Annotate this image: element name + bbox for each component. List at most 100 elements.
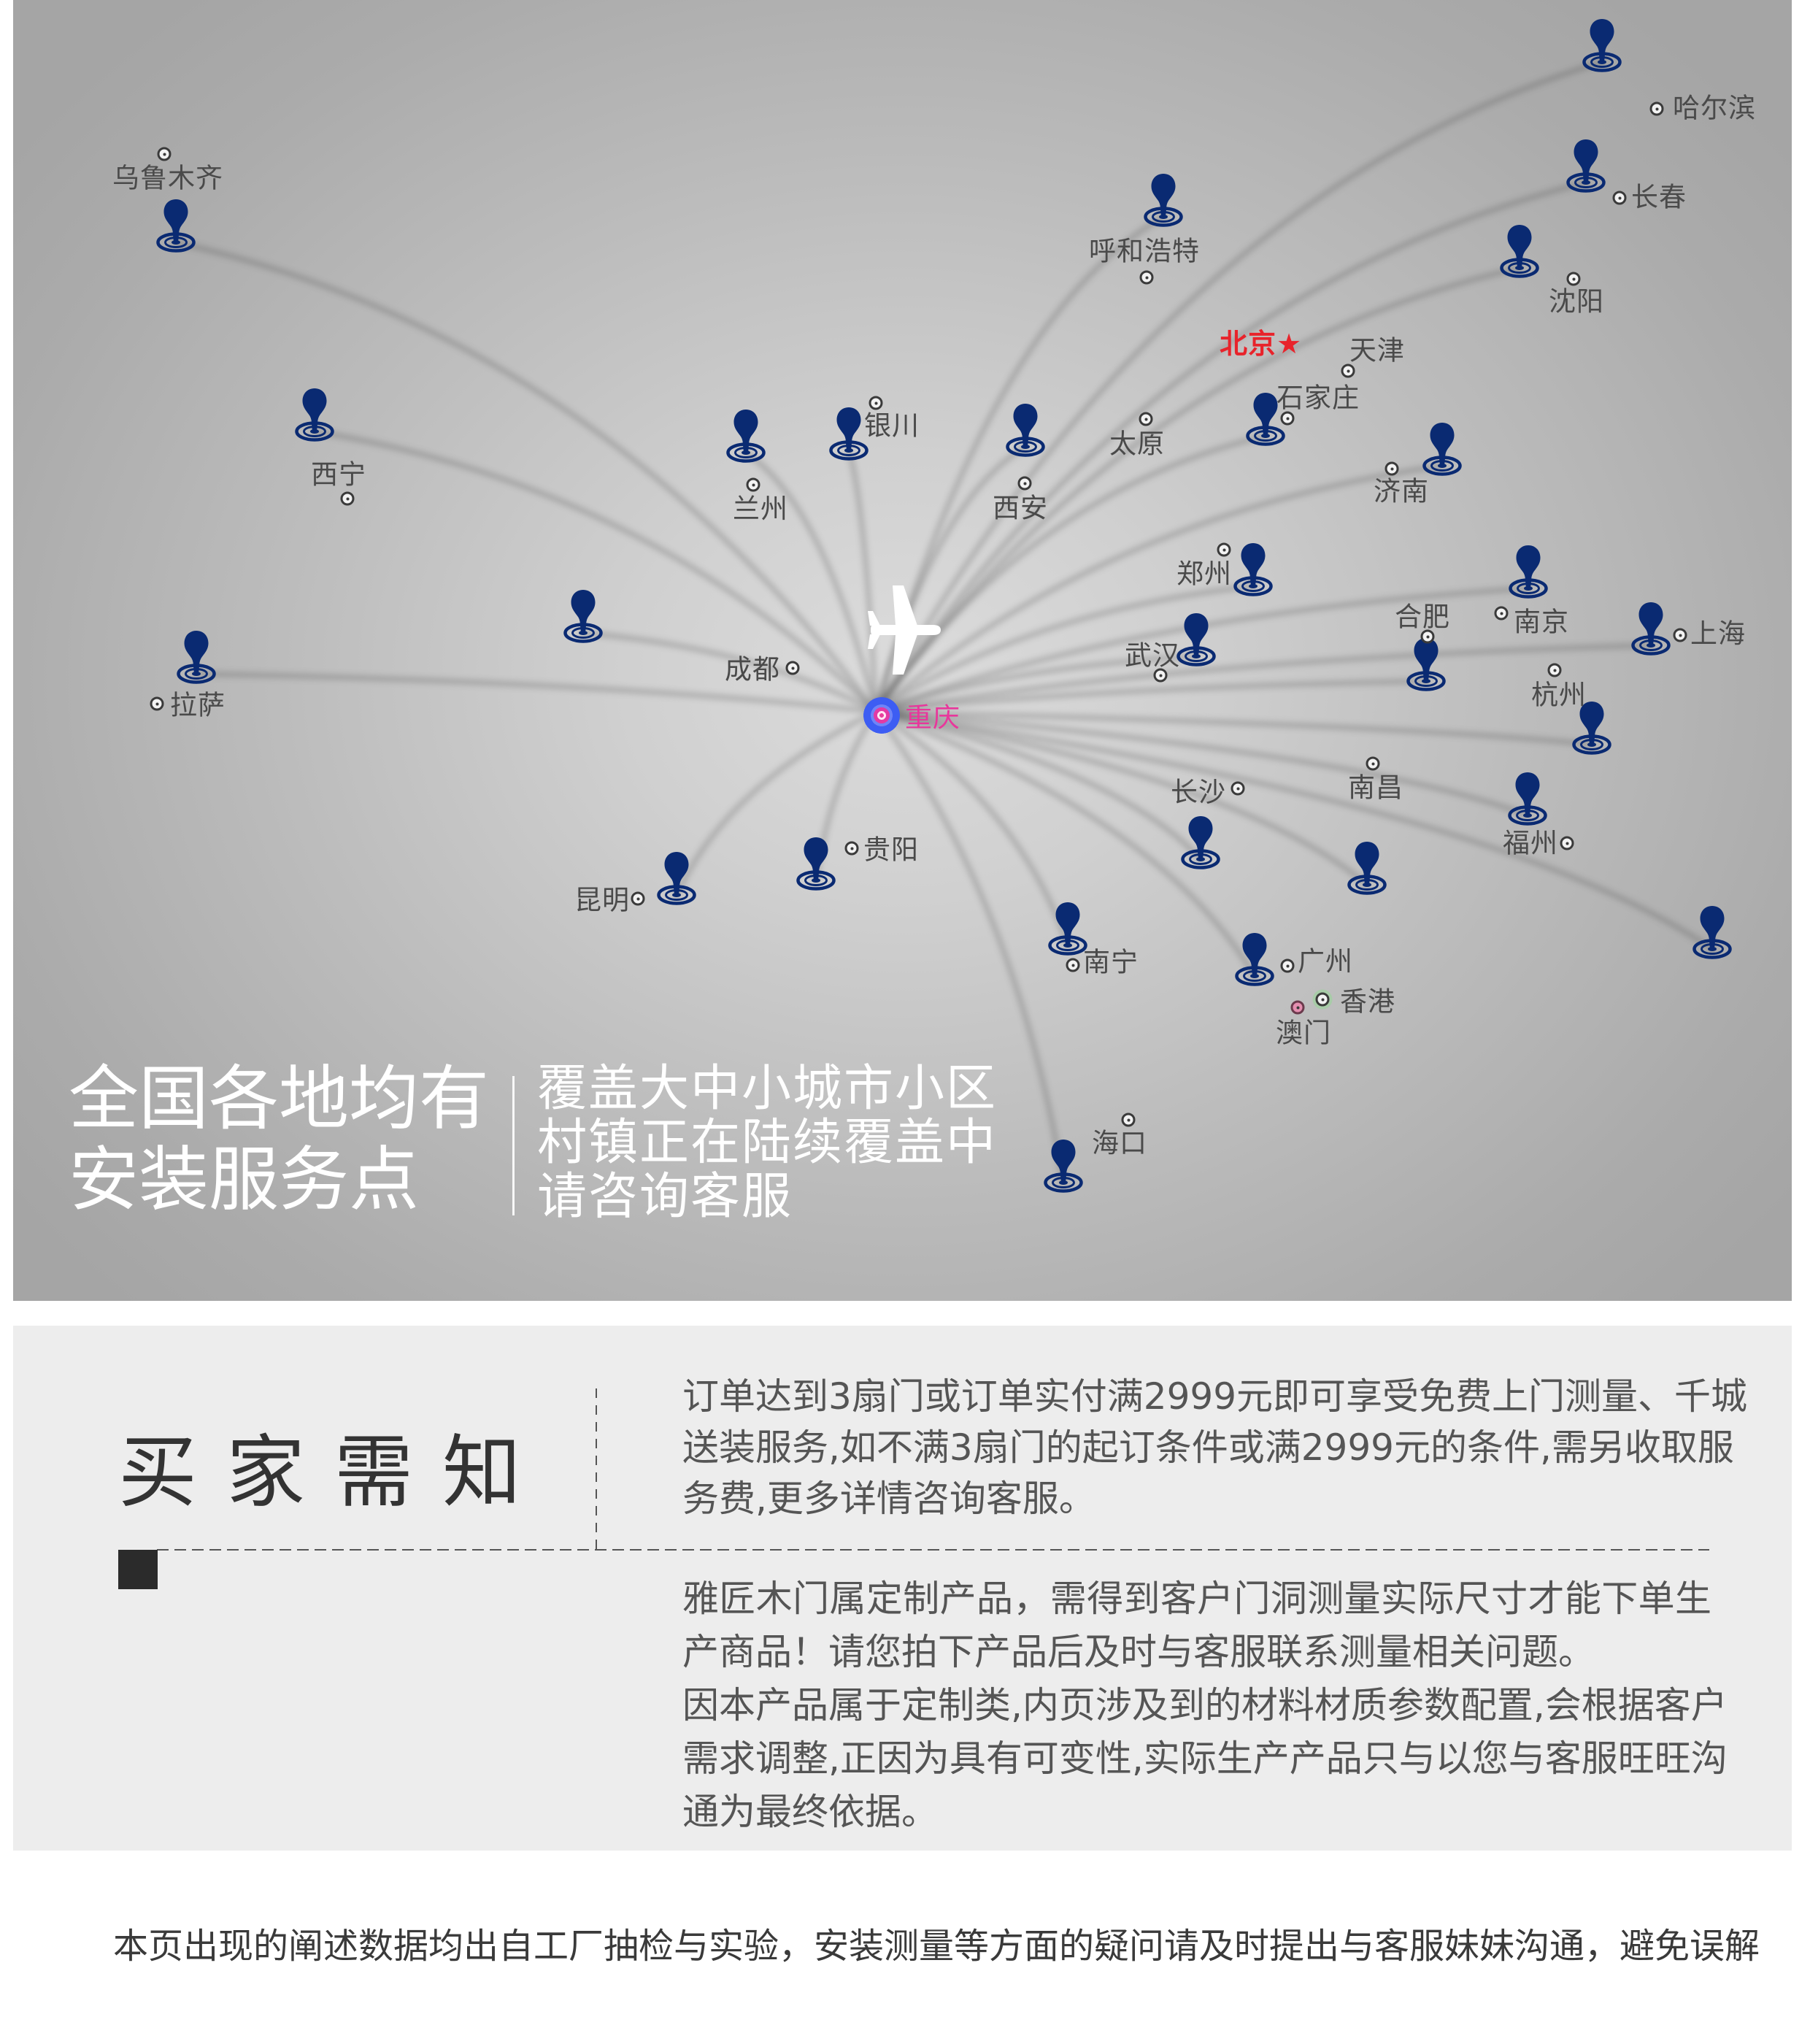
map-pin-icon [656,851,697,905]
city-marker-icon [1366,756,1380,771]
route-shadow-line [873,709,1258,979]
map-subline-line-3: 请咨询客服 [537,1168,793,1226]
route-shadow-line [873,709,1530,818]
airplane-icon [868,585,941,675]
hub-target-icon [863,697,900,734]
city-marker-icon [1139,412,1153,426]
map-subline-line-1: 覆盖大中小城市小区 [537,1060,998,1118]
route-shadow-line [873,709,1370,888]
city-label: 南京 [1514,606,1569,638]
title-accent-square [118,1550,158,1589]
map-pin-icon [1630,602,1671,656]
map-pin-icon [563,589,604,643]
notice-line: 产商品！请您拍下产品后及时与客服联系测量相关问题。 [682,1631,1595,1673]
city-marker-icon [631,891,645,906]
city-label: 呼和浩特 [1089,235,1200,267]
city-marker-icon [1280,958,1295,973]
map-pin-icon [1043,1139,1084,1193]
city-label: 南宁 [1083,946,1139,978]
city-label: 成都 [725,653,780,685]
map-pin-icon [1406,637,1447,691]
map-pin-icon [1143,173,1184,227]
route-shadow-line [873,709,1071,948]
city-marker-icon [1385,461,1399,476]
route-shadow-line [873,653,1199,715]
map-pin-icon [176,630,217,684]
city-label: 乌鲁木齐 [112,162,223,194]
city-marker-icon [1231,781,1245,796]
city-marker-icon [1315,992,1330,1007]
city-label: 贵阳 [863,834,919,866]
notice-line: 务费,更多详情咨询客服。 [682,1478,1095,1520]
route-shadow-line [873,585,1531,715]
route-shadow-line [873,709,1715,952]
capital-label-beijing: 北京★ [1220,328,1303,360]
notice-line: 雅匠木门属定制产品，需得到客户门洞测量实际尺寸才能下单生 [682,1578,1711,1620]
route-shadow-line [743,450,879,715]
horizontal-dashed-divider [157,1549,1709,1551]
map-pin-icon [1005,403,1046,457]
route-shadow-line [173,239,879,715]
map-pin-icon [1499,224,1540,278]
route-shadow-line [873,583,1256,715]
city-label: 拉萨 [170,689,226,721]
map-pin-icon [155,199,196,253]
route-shadow-line [873,709,1595,748]
city-label: 澳门 [1276,1017,1331,1049]
city-label: 杭州 [1531,679,1587,711]
map-pin-icon [1571,701,1612,755]
city-label: 石家庄 [1276,382,1360,414]
city-marker-icon [746,477,760,492]
notice-paragraph-service-fee: 订单达到3扇门或订单实付满2999元即可享受免费上门测量、千城 送装服务,如不满… [682,1371,1748,1524]
city-marker-icon [1017,476,1032,491]
map-pin-icon [1582,18,1622,72]
notice-line: 需求调整,正因为具有可变性,实际生产产品只与以您与客服旺旺沟 [682,1737,1728,1780]
city-marker-icon [1153,668,1168,683]
city-label: 郑州 [1176,558,1232,590]
city-marker-icon [1280,411,1295,426]
map-headline-line-2: 安装服务点 [69,1139,419,1221]
map-pin-icon [1422,422,1463,476]
route-shadow-line [873,678,1429,715]
vertical-dashed-divider [596,1388,597,1550]
city-label: 银川 [864,410,920,442]
map-pin-icon [294,388,335,442]
map-pin-icon [1176,612,1217,666]
city-label: 合肥 [1395,601,1450,633]
route-shadow-line [873,180,1589,715]
city-label: 济南 [1374,475,1429,507]
city-marker-icon [1560,836,1574,850]
route-shadow-line [312,429,879,715]
city-marker-icon [1420,629,1435,644]
route-shadow-line [873,709,1204,862]
city-marker-icon [1341,364,1355,378]
city-marker-icon [869,396,883,410]
city-label: 西安 [993,492,1048,524]
map-subline-line-2: 村镇正在陆续覆盖中 [537,1114,998,1172]
map-pin-icon [1347,841,1387,895]
city-label: 海口 [1092,1127,1147,1159]
city-label: 太原 [1109,428,1165,460]
notice-line: 订单达到3扇门或订单实付满2999元即可享受免费上门测量、千城 [682,1375,1748,1418]
route-shadow-line [846,447,879,715]
route-shadow-line [873,709,1066,1186]
city-marker-icon [340,491,355,506]
map-pin-icon [1507,772,1548,826]
city-marker-icon [1649,101,1664,116]
city-label: 沈阳 [1549,285,1604,318]
map-pin-icon [1180,815,1221,869]
city-marker-icon [1217,542,1231,557]
map-pin-icon [828,407,869,461]
city-label: 武汉 [1125,639,1180,672]
buyer-notice-panel [13,1326,1792,1851]
city-label: 上海 [1690,618,1746,650]
map-pin-icon [1692,905,1733,959]
map-pin-icon [1233,542,1274,596]
route-shadow-line [674,709,879,898]
city-marker-icon [1547,663,1562,677]
map-pin-icon [1234,932,1275,986]
city-marker-icon [844,841,859,856]
route-shadow-line [580,630,879,715]
map-pin-icon [725,409,766,463]
map-headline: 全国各地均有 安装服务点 [69,1058,489,1221]
